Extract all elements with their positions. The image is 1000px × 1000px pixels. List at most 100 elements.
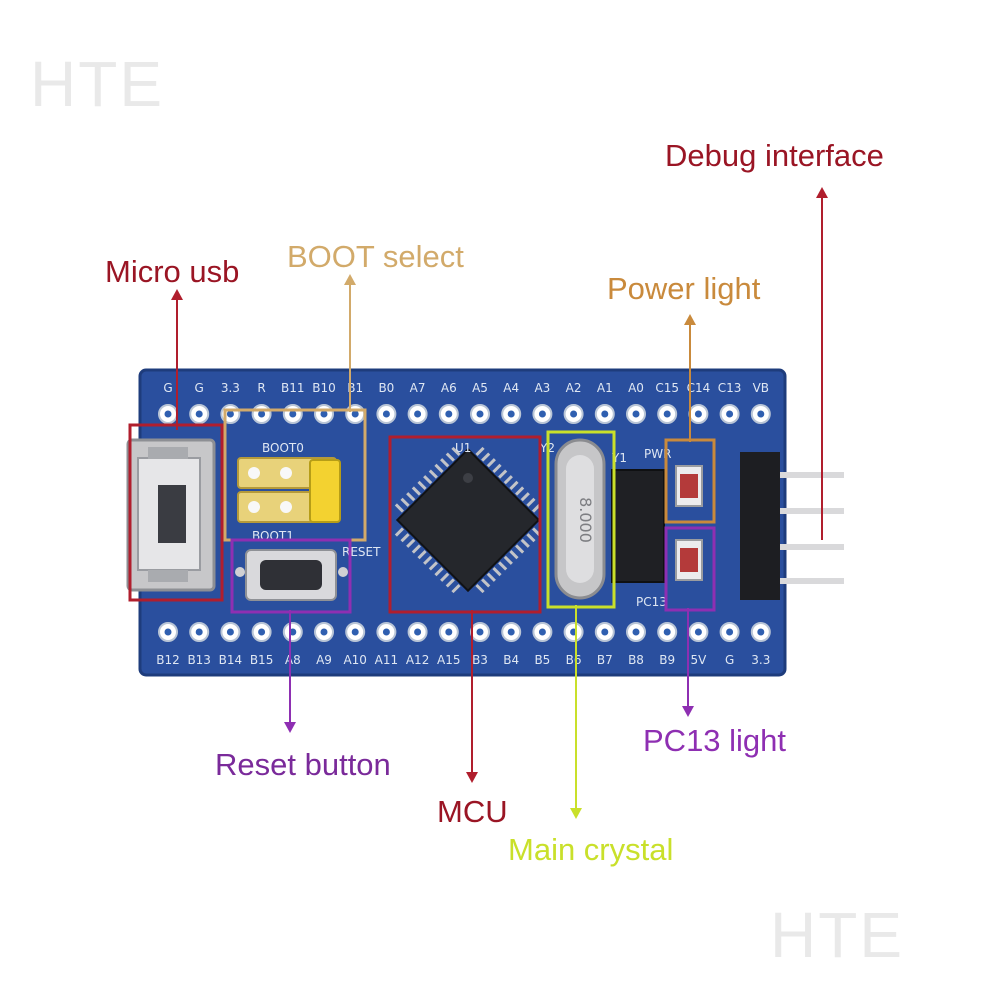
bottom-pin-label: A15 xyxy=(437,653,460,667)
bottom-pin-hole xyxy=(289,628,297,636)
pc13-led: PC13 xyxy=(636,539,703,609)
top-pin-label: R xyxy=(257,381,265,395)
mcu-lead xyxy=(406,538,416,548)
mcu-lead xyxy=(475,446,485,457)
bottom-pin-hole xyxy=(601,628,609,636)
top-pin-hole xyxy=(258,410,266,418)
top-pin-hole xyxy=(601,410,609,418)
bottom-pin-label: B9 xyxy=(659,653,675,667)
top-pin-hole xyxy=(164,410,172,418)
top-pin-label: B10 xyxy=(312,381,336,395)
top-pin-label: C14 xyxy=(687,381,711,395)
silk-pc13: PC13 xyxy=(636,595,667,609)
label-boot-select: BOOT select xyxy=(287,239,464,274)
top-pin-hole xyxy=(507,410,515,418)
bottom-pin-hole xyxy=(382,628,390,636)
bottom-pin-label: A9 xyxy=(316,653,332,667)
bottom-pin-label: B13 xyxy=(187,653,211,667)
main-crystal-highlight xyxy=(546,430,616,609)
top-pin-hole xyxy=(195,410,203,418)
bottom-pin-label: A10 xyxy=(343,653,366,667)
top-pin-label: A7 xyxy=(410,381,426,395)
watermark-bottom: HTE xyxy=(770,899,904,971)
top-pin-label: A3 xyxy=(534,381,550,395)
bottom-pin-hole xyxy=(164,628,172,636)
mcu-lead xyxy=(411,486,421,496)
mcu-lead xyxy=(486,572,496,582)
mcu-lead xyxy=(434,463,444,473)
top-pin-label: A2 xyxy=(566,381,582,395)
mcu-lead xyxy=(492,463,502,473)
mcu-lead xyxy=(475,583,485,594)
pc13-light-highlight xyxy=(664,526,716,612)
voltage-regulator xyxy=(611,469,665,583)
mcu-lead xyxy=(509,550,519,560)
mcu-lead xyxy=(520,538,530,548)
bottom-pin-hole xyxy=(351,628,359,636)
top-pin-hole xyxy=(476,410,484,418)
top-pin-hole xyxy=(726,410,734,418)
mcu-lead xyxy=(394,503,405,513)
bottom-pin-label: B5 xyxy=(534,653,550,667)
top-pin-label: A0 xyxy=(628,381,644,395)
top-pin-hole xyxy=(351,410,359,418)
label-reset-button: Reset button xyxy=(215,747,391,782)
bottom-pin-hole xyxy=(663,628,671,636)
mcu-lead xyxy=(481,578,491,588)
label-micro-usb: Micro usb xyxy=(105,254,239,289)
bottom-pin-label: B7 xyxy=(597,653,613,667)
reset-switch: RESET xyxy=(235,545,381,601)
top-pin-hole xyxy=(226,410,234,418)
bottom-pin-label: B12 xyxy=(156,653,180,667)
mcu-lead xyxy=(428,561,438,571)
bottom-pin-hole xyxy=(507,628,515,636)
silk-boot0: BOOT0 xyxy=(262,441,304,455)
silk-reset: RESET xyxy=(342,545,381,559)
bottom-pin-hole xyxy=(258,628,266,636)
top-pin-hole xyxy=(320,410,328,418)
debug-header xyxy=(740,452,844,600)
top-pin-hole xyxy=(632,410,640,418)
bottom-pin-label: 3.3 xyxy=(751,653,770,667)
top-pin-label: C13 xyxy=(718,381,742,395)
bottom-pin-hole xyxy=(632,628,640,636)
bottom-pin-label: A11 xyxy=(375,653,398,667)
bottom-pin-label: A12 xyxy=(406,653,429,667)
bottom-pin-label: B15 xyxy=(250,653,274,667)
top-pin-label: G xyxy=(163,381,172,395)
top-pin-hole xyxy=(538,410,546,418)
mcu-lead xyxy=(520,492,530,502)
top-pin-hole xyxy=(445,410,453,418)
mcu-lead xyxy=(394,527,405,537)
mcu-lead xyxy=(400,533,410,543)
bottom-pin-hole xyxy=(476,628,484,636)
mcu-lead xyxy=(445,578,455,588)
bottom-pin-label: 5V xyxy=(690,653,707,667)
mcu-lead xyxy=(440,572,450,582)
mcu-lead xyxy=(417,480,427,490)
top-pin-label: G xyxy=(195,381,204,395)
top-pin-label: C15 xyxy=(655,381,679,395)
mcu-lead xyxy=(503,555,513,565)
mcu-lead xyxy=(445,452,455,462)
top-pin-label: A4 xyxy=(503,381,519,395)
bottom-pin-hole xyxy=(726,628,734,636)
top-pin-label: A6 xyxy=(441,381,457,395)
mcu-lead xyxy=(411,544,421,554)
callout-lines xyxy=(171,187,828,819)
top-pin-hole xyxy=(570,410,578,418)
mcu-lead xyxy=(406,492,416,502)
mcu-highlight xyxy=(388,435,542,614)
mcu-lead xyxy=(428,469,438,479)
bottom-pin-hole xyxy=(694,628,702,636)
mcu-lead xyxy=(486,458,496,468)
mcu-lead xyxy=(481,452,491,462)
top-pin-hole xyxy=(382,410,390,418)
top-pin-label: VB xyxy=(753,381,769,395)
top-pin-label: A5 xyxy=(472,381,488,395)
mcu-lead xyxy=(526,497,536,507)
mcu-lead xyxy=(515,544,525,554)
mcu-lead xyxy=(498,561,508,571)
